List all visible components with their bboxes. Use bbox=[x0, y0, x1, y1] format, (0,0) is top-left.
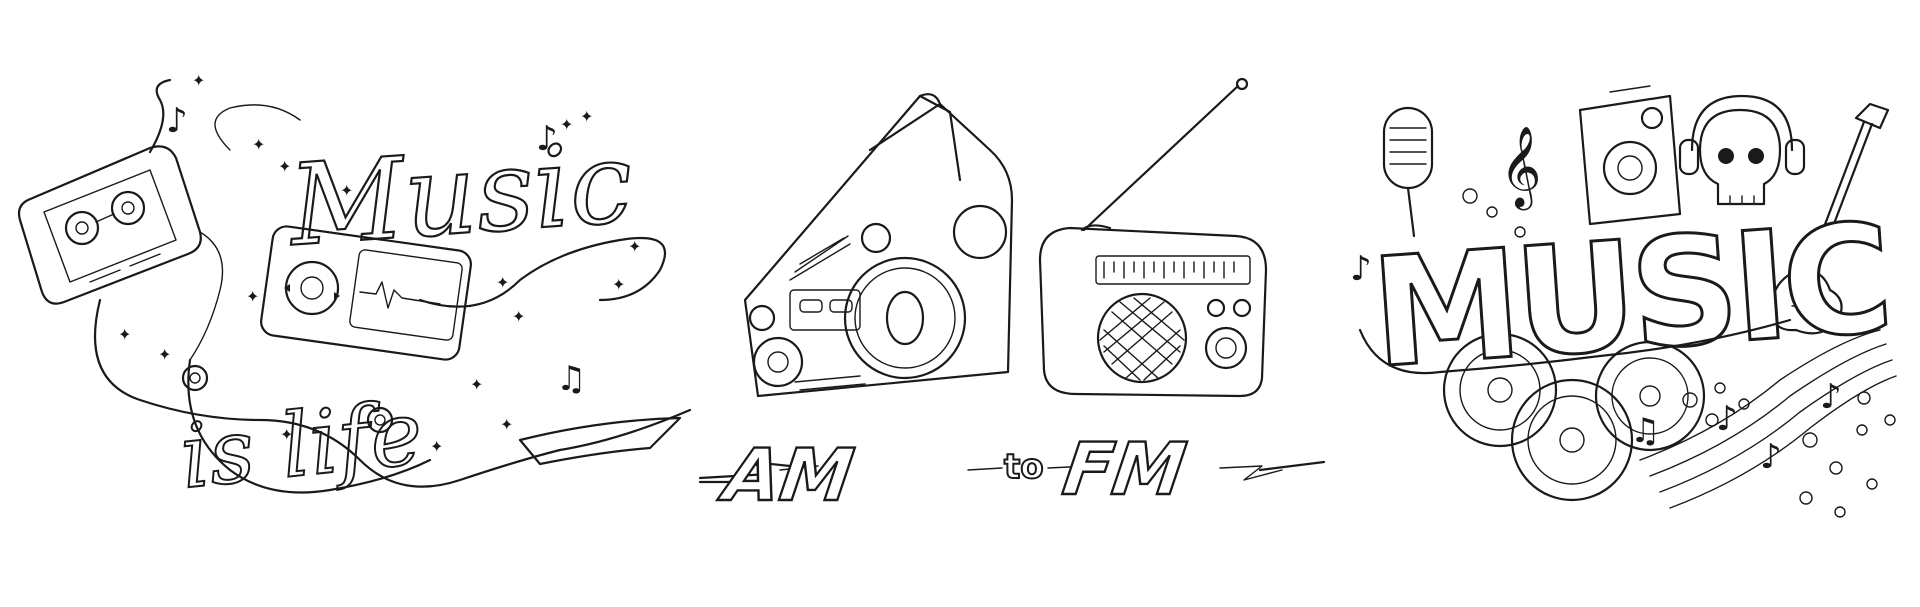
svg-text:✦: ✦ bbox=[470, 375, 483, 394]
lettering-fm: FM bbox=[1058, 428, 1191, 512]
music-graffiti-panel: 𝄞 ♪ ♫ ♪ ♪ ♪ bbox=[1350, 86, 1896, 517]
treble-clef-icon: 𝄞 bbox=[1500, 125, 1541, 210]
radio-icon bbox=[1040, 79, 1266, 396]
svg-text:✦: ✦ bbox=[500, 415, 513, 434]
svg-text:♪: ♪ bbox=[1820, 377, 1842, 417]
svg-text:✦: ✦ bbox=[340, 181, 353, 200]
lettering-am: AM bbox=[714, 434, 858, 518]
svg-text:♫: ♫ bbox=[556, 359, 586, 399]
microphone-icon bbox=[1384, 108, 1432, 236]
cassette-tape-icon bbox=[19, 146, 201, 303]
svg-text:♫: ♫ bbox=[1630, 411, 1660, 451]
am-to-fm-panel: AM to FM bbox=[700, 79, 1324, 518]
lettering-to: to bbox=[1004, 447, 1044, 487]
svg-text:♪: ♪ bbox=[166, 101, 188, 141]
svg-text:✦: ✦ bbox=[118, 325, 131, 344]
svg-text:✦: ✦ bbox=[158, 345, 171, 364]
lettering-music-graffiti: MUSIC bbox=[1366, 192, 1892, 402]
skull-headphones-icon bbox=[1680, 96, 1804, 204]
svg-text:✦: ✦ bbox=[512, 307, 525, 326]
lettering-music: Music bbox=[283, 118, 636, 272]
lettering-is-life: is life bbox=[175, 381, 427, 509]
svg-text:✦: ✦ bbox=[628, 237, 641, 256]
svg-text:✦: ✦ bbox=[580, 107, 593, 126]
svg-text:♪: ♪ bbox=[1716, 399, 1738, 439]
svg-text:✦: ✦ bbox=[560, 115, 573, 134]
svg-text:✦: ✦ bbox=[252, 135, 265, 154]
svg-text:✦: ✦ bbox=[278, 157, 291, 176]
svg-text:✦: ✦ bbox=[612, 275, 625, 294]
svg-text:𝄞: 𝄞 bbox=[1500, 125, 1541, 210]
svg-text:✦: ✦ bbox=[192, 71, 205, 90]
svg-text:✦: ✦ bbox=[246, 287, 259, 306]
svg-text:✦: ✦ bbox=[430, 437, 443, 456]
music-is-life-panel: Music is life ♪ ♪ ♫ ✦ ✦ ✦ ✦ ✦ ✦ ✦ ✦ ✦ ✦ … bbox=[19, 71, 690, 508]
svg-text:♪: ♪ bbox=[536, 119, 558, 159]
boombox-icon bbox=[745, 94, 1012, 396]
speaker-icon bbox=[1580, 86, 1680, 224]
svg-text:✦: ✦ bbox=[280, 425, 293, 444]
svg-text:✦: ✦ bbox=[496, 273, 509, 292]
